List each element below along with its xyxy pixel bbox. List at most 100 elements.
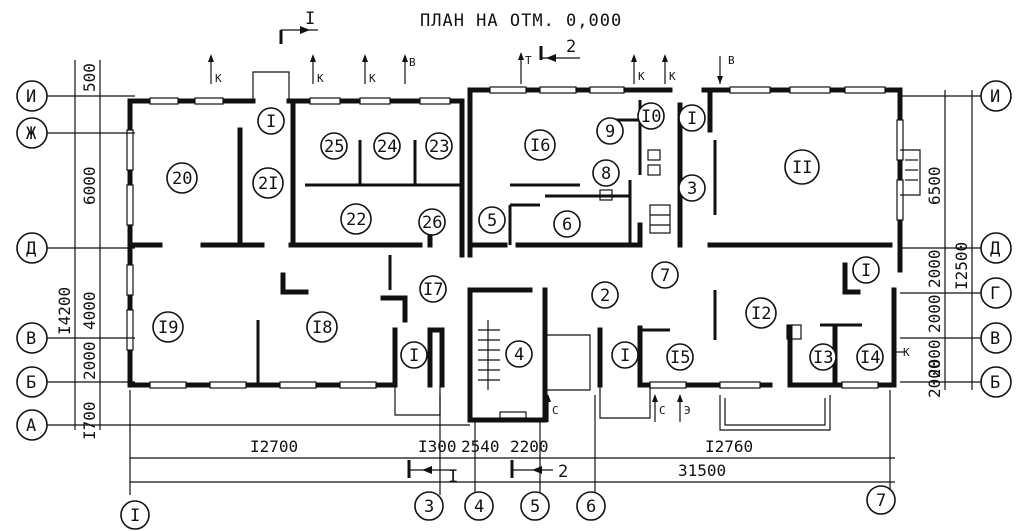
svg-text:25: 25 (324, 137, 344, 157)
svg-text:2540: 2540 (461, 437, 500, 456)
axis-marker: В (980, 322, 1012, 354)
svg-text:В: В (409, 56, 416, 69)
svg-text:С: С (552, 404, 559, 417)
svg-text:I2700: I2700 (250, 437, 298, 456)
svg-text:6: 6 (562, 215, 572, 235)
svg-text:I9: I9 (158, 318, 178, 338)
svg-text:I0: I0 (641, 107, 661, 127)
svg-text:I: I (861, 261, 871, 281)
axis-marker: А (16, 409, 48, 441)
svg-text:Э: Э (684, 404, 691, 417)
room-label-1b: I (678, 104, 706, 132)
svg-text:7: 7 (660, 266, 670, 286)
room-label-22: 22 (340, 203, 372, 235)
windows (126, 86, 904, 419)
svg-text:I7: I7 (423, 280, 443, 300)
section-mark-2-top: 2 (539, 37, 580, 62)
svg-text:I3: I3 (813, 348, 833, 368)
svg-text:2000: 2000 (925, 249, 944, 288)
partitions (256, 100, 862, 385)
plan-title: ПЛАН НА ОТМ. 0,000 (420, 11, 622, 31)
svg-text:2200: 2200 (510, 437, 549, 456)
axis-marker: 3 (414, 491, 444, 521)
svg-text:26: 26 (422, 213, 442, 233)
svg-text:4: 4 (514, 345, 524, 365)
walls (127, 87, 903, 423)
svg-text:500: 500 (80, 63, 99, 92)
axis-marker: 4 (464, 491, 494, 521)
room-label-20: 20 (166, 162, 198, 194)
svg-text:2000: 2000 (925, 359, 944, 398)
svg-text:2I: 2I (258, 174, 278, 194)
section-mark-1-top: I (279, 9, 318, 44)
svg-text:I2760: I2760 (705, 437, 753, 456)
room-label-10: I0 (637, 102, 665, 130)
room-label-21: 2I (252, 167, 284, 199)
left-axis-markers: И Ж Д В Б А (16, 80, 48, 441)
axis-marker: Д (16, 232, 48, 264)
svg-text:20: 20 (172, 169, 192, 189)
svg-text:7: 7 (876, 491, 886, 511)
svg-text:2: 2 (600, 286, 610, 306)
staircase (478, 320, 500, 390)
axis-marker: Б (980, 366, 1012, 398)
svg-text:Ж: Ж (26, 124, 37, 144)
axis-marker: И (980, 80, 1012, 112)
right-axis-markers: И Д Г В Б (980, 80, 1012, 398)
svg-text:С: С (659, 404, 666, 417)
room-label-1c: I (852, 256, 880, 284)
right-dimensions: 6500 2000 I2500 2000 2000 2000 (925, 166, 971, 398)
svg-text:5: 5 (530, 497, 540, 517)
right-axis-lines (900, 90, 985, 390)
room-label-9: 9 (596, 117, 624, 145)
riser-marks: К К К В Т К К В С С Э К (208, 52, 910, 422)
room-label-1a: I (257, 107, 285, 135)
room-label-11: II (784, 149, 820, 185)
svg-text:Б: Б (990, 373, 1000, 393)
svg-text:Д: Д (26, 239, 36, 259)
svg-text:Д: Д (990, 239, 1000, 259)
svg-text:К: К (369, 72, 376, 85)
svg-text:2000: 2000 (80, 341, 99, 380)
svg-text:I: I (130, 506, 140, 526)
axis-marker: Б (16, 366, 48, 398)
room-label-14: I4 (856, 343, 884, 371)
room-label-6: 6 (553, 210, 581, 238)
room-label-18: I8 (306, 311, 338, 343)
svg-text:I700: I700 (80, 401, 99, 440)
svg-text:В: В (26, 329, 36, 349)
svg-text:I5: I5 (670, 348, 690, 368)
svg-text:5: 5 (487, 211, 497, 231)
room-label-26: 26 (418, 208, 446, 236)
svg-text:I6: I6 (530, 136, 550, 156)
axis-marker: Ж (16, 117, 48, 149)
axis-marker: И (16, 80, 48, 112)
section-mark-label: 2 (558, 462, 568, 482)
section-mark-1-bottom: I (407, 460, 458, 487)
svg-text:К: К (903, 346, 910, 359)
room-label-12: I2 (745, 297, 777, 329)
svg-text:К: К (669, 70, 676, 83)
section-mark-label: I (305, 9, 315, 29)
axis-marker: Д (980, 232, 1012, 264)
svg-text:I8: I8 (312, 318, 332, 338)
room-label-17: I7 (419, 275, 447, 303)
svg-text:2000: 2000 (925, 294, 944, 333)
svg-text:К: К (317, 72, 324, 85)
svg-text:II: II (792, 158, 812, 178)
axis-marker: Г (980, 277, 1012, 309)
room-label-8: 8 (592, 159, 620, 187)
svg-text:I300: I300 (418, 437, 457, 456)
svg-text:6500: 6500 (925, 166, 944, 205)
svg-text:3: 3 (687, 179, 697, 199)
room-label-15: I5 (666, 343, 694, 371)
svg-text:6: 6 (586, 497, 596, 517)
svg-text:24: 24 (377, 137, 397, 157)
svg-text:9: 9 (605, 122, 615, 142)
axis-marker: 5 (520, 491, 550, 521)
room-label-1d: I (400, 341, 428, 369)
svg-text:I: I (620, 346, 630, 366)
svg-text:I: I (266, 112, 276, 132)
axis-marker: 7 (866, 485, 896, 515)
